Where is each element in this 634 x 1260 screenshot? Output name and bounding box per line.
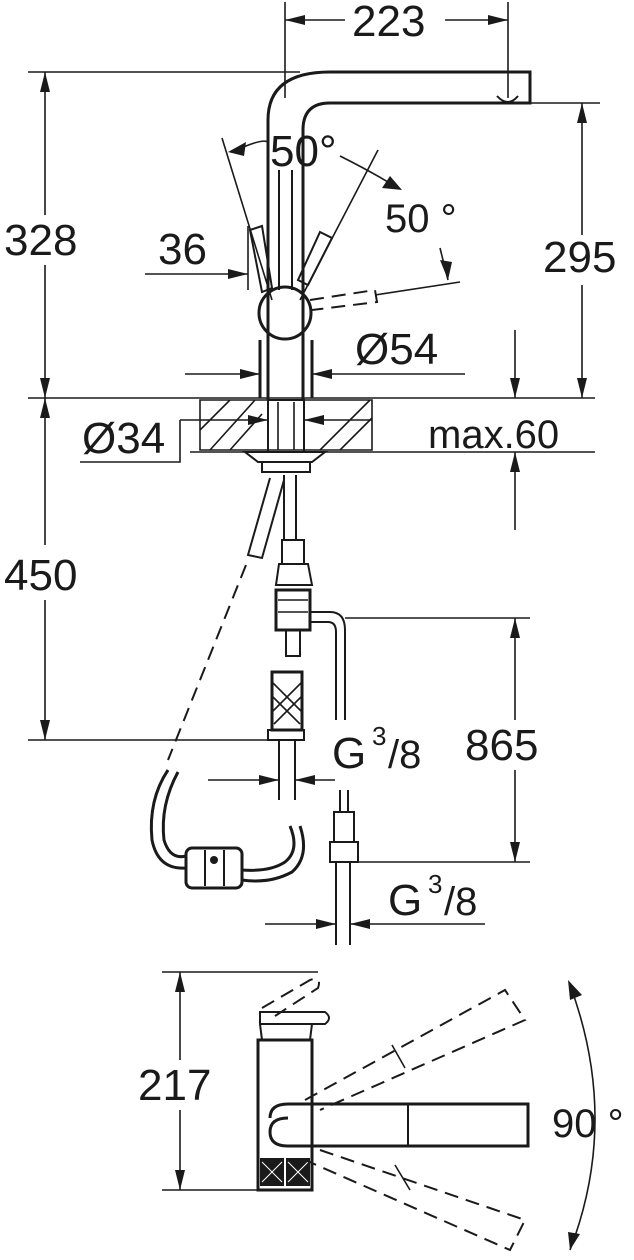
thread-left-g: G	[332, 729, 366, 778]
dim-450: 450	[4, 398, 270, 741]
dim-223-label: 223	[352, 0, 425, 46]
dim-36-label: 36	[158, 225, 207, 274]
thread-left: G 3 /8	[208, 721, 421, 785]
dim-295-label: 295	[543, 233, 616, 282]
dim-450-label: 450	[4, 551, 77, 600]
dim-865-label: 865	[465, 721, 538, 770]
angle-50-left: 50°	[221, 127, 337, 301]
dim-max60-label: max.60	[428, 413, 559, 457]
thread-right: G 3 /8	[265, 869, 485, 929]
dim-diameter-54: Ø54	[185, 325, 465, 379]
thread-left-num: 3	[372, 721, 386, 751]
thread-left-den: /8	[388, 733, 421, 777]
dim-865: 865	[345, 617, 538, 863]
faucet-top-view: 90 °	[256, 978, 624, 1252]
dim-diameter-34-label: Ø34	[82, 414, 165, 463]
dim-295: 295	[410, 102, 616, 398]
dim-217: 217	[138, 971, 318, 1191]
dim-328-label: 328	[4, 216, 77, 265]
dim-diameter-54-label: Ø54	[355, 325, 438, 374]
dim-36: 36	[145, 225, 249, 290]
dim-217-label: 217	[138, 1061, 211, 1110]
under-counter-assembly	[149, 475, 359, 945]
thread-right-num: 3	[428, 869, 442, 899]
faucet-side-view	[248, 70, 532, 400]
thread-right-g: G	[388, 876, 422, 925]
thread-right-den: /8	[444, 880, 477, 924]
dim-max60: max.60	[428, 330, 559, 530]
dim-328: 328	[4, 71, 300, 398]
dim-diameter-34: Ø34	[80, 414, 372, 463]
dim-223: 223	[284, 0, 509, 98]
angle-90-label: 90 °	[552, 1102, 624, 1146]
angle-50-left-label: 50°	[270, 127, 337, 176]
angle-50-right: 50 °	[299, 149, 461, 301]
angle-50-right-label: 50 °	[385, 197, 457, 241]
countertop	[28, 397, 595, 473]
